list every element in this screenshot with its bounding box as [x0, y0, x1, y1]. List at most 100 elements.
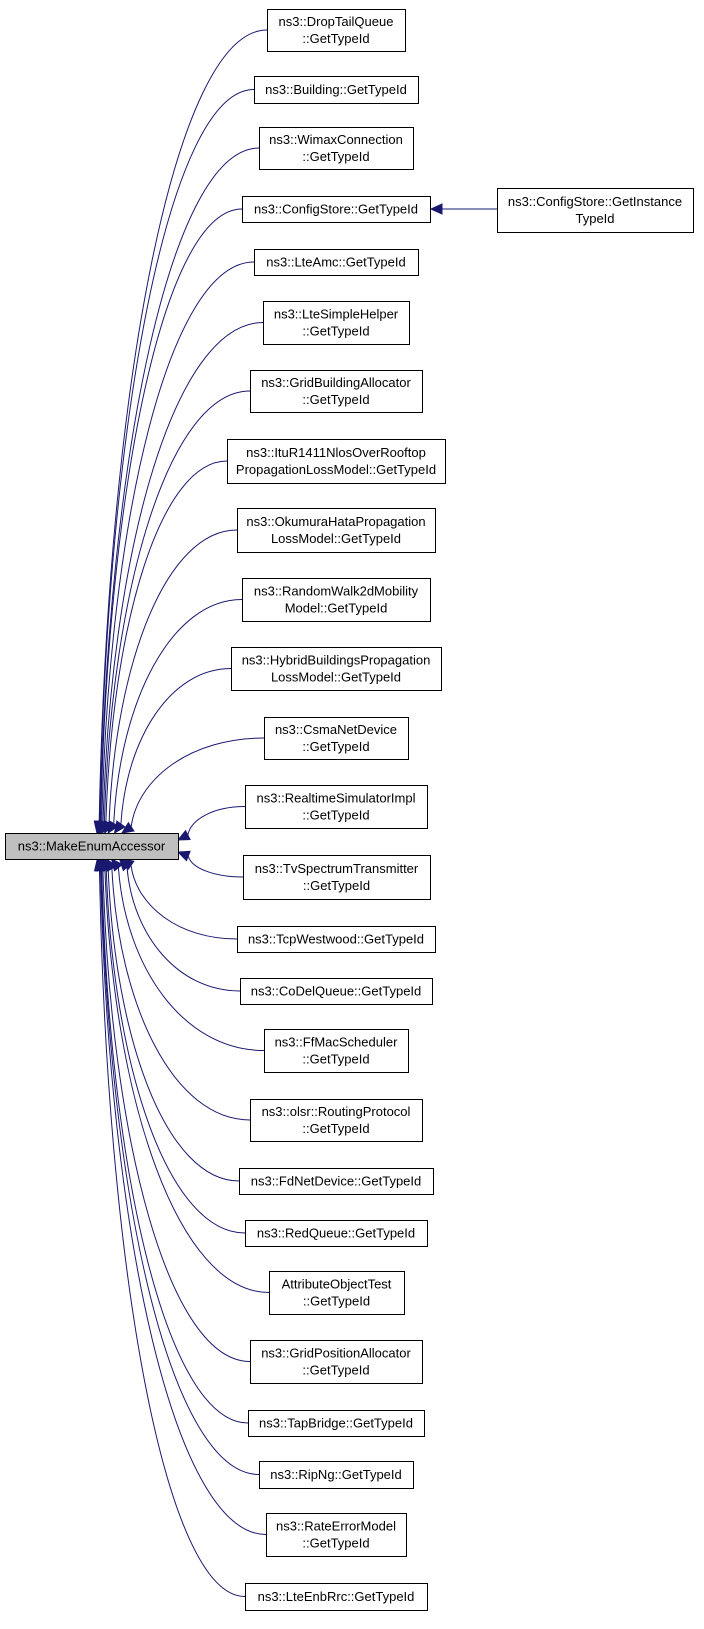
caller-node-olsrrouting[interactable]: ns3::olsr::RoutingProtocol::GetTypeId — [250, 1099, 423, 1142]
node-label: ns3::FfMacScheduler — [275, 1035, 399, 1050]
node-label: ns3::CoDelQueue::GetTypeId — [251, 984, 422, 999]
node-label: ns3::GridPositionAllocator — [261, 1346, 411, 1361]
edge-fdnetdevice — [107, 869, 240, 1182]
caller-node-attributeobjecttest[interactable]: AttributeObjectTest::GetTypeId — [269, 1271, 405, 1315]
node-box — [245, 785, 428, 829]
caller-node-okumurahata[interactable]: ns3::OkumuraHataPropagationLossModel::Ge… — [237, 508, 436, 553]
node-label: ns3::TcpWestwood::GetTypeId — [248, 932, 424, 947]
node-box — [231, 647, 442, 691]
node-box — [250, 1340, 423, 1384]
edge-ripng — [100, 869, 260, 1475]
edge-redqueue — [105, 869, 246, 1234]
node-label: ns3::CsmaNetDevice — [275, 722, 397, 737]
node-label: ns3::RandomWalk2dMobility — [254, 584, 419, 599]
edge-configstore — [100, 208, 243, 823]
node-box — [269, 1271, 405, 1315]
nodes-layer: ns3::MakeEnumAccessor ns3::DropTailQueue:… — [5, 9, 694, 1611]
node-label: PropagationLossModel::GetTypeId — [236, 462, 436, 477]
caller-node-building[interactable]: ns3::Building::GetTypeId — [254, 76, 419, 104]
caller-node-realtimesimulator[interactable]: ns3::RealtimeSimulatorImpl::GetTypeId — [245, 785, 428, 829]
arrowhead-tvspectrum — [176, 850, 191, 862]
edges-layer — [93, 29, 497, 1597]
edge-olsrrouting — [111, 868, 251, 1121]
caller-node-lteamc[interactable]: ns3::LteAmc::GetTypeId — [254, 249, 419, 276]
node-label: ::GetTypeId — [302, 1363, 369, 1378]
node-label: ns3::RipNg::GetTypeId — [270, 1467, 402, 1482]
node-box — [264, 717, 409, 760]
node-label: ns3::MakeEnumAccessor — [18, 839, 166, 854]
node-box — [239, 1168, 434, 1195]
node-box — [250, 370, 423, 413]
node-box — [266, 1513, 407, 1557]
caller-node-tcpwestwood[interactable]: ns3::TcpWestwood::GetTypeId — [237, 926, 436, 953]
edge-realtimesimulator — [187, 806, 246, 836]
node-label: ns3::LteEnbRrc::GetTypeId — [258, 1589, 415, 1604]
node-label: ns3::TapBridge::GetTypeId — [259, 1416, 413, 1431]
node-label: ::GetTypeId — [302, 1536, 369, 1551]
node-box — [263, 301, 410, 345]
caller-node-tapbridge[interactable]: ns3::TapBridge::GetTypeId — [248, 1410, 425, 1437]
node-label: ::GetTypeId — [302, 808, 369, 823]
edge-gridbuildingallocator — [103, 390, 251, 823]
caller-node-ltesimplehelper[interactable]: ns3::LteSimpleHelper::GetTypeId — [263, 301, 410, 345]
caller-node-randomwalk2d[interactable]: ns3::RandomWalk2dMobilityModel::GetTypeI… — [242, 578, 431, 622]
caller-node-lteenbrrc[interactable]: ns3::LteEnbRrc::GetTypeId — [245, 1583, 428, 1611]
edge-attributeobjecttest — [104, 869, 270, 1293]
node-label: LossModel::GetTypeId — [271, 670, 401, 685]
caller-node-hybridbuildings[interactable]: ns3::HybridBuildingsPropagationLossModel… — [231, 647, 442, 691]
node-label: AttributeObjectTest — [282, 1277, 392, 1292]
caller-node-wimaxconnection[interactable]: ns3::WimaxConnection::GetTypeId — [259, 127, 414, 170]
node-label: ns3::DropTailQueue — [279, 14, 394, 29]
node-label: ns3::Building::GetTypeId — [265, 82, 407, 97]
caller-node-ripng[interactable]: ns3::RipNg::GetTypeId — [259, 1461, 414, 1489]
node-box — [245, 1220, 428, 1247]
caller-node-csmanetdevice[interactable]: ns3::CsmaNetDevice::GetTypeId — [264, 717, 409, 760]
edge-csmanetdevice — [130, 737, 265, 827]
edge-tcpwestwood — [130, 865, 238, 940]
node-label: ns3::HybridBuildingsPropagation — [242, 653, 431, 668]
node-label: ns3::ConfigStore::GetInstance — [508, 194, 682, 209]
edge-droptailqueue — [98, 29, 268, 823]
node-box — [227, 439, 446, 484]
node-label: ::GetTypeId — [302, 31, 369, 46]
node-label: ns3::ItuR1411NlosOverRooftop — [246, 445, 426, 460]
caller-node-ffmacscheduler[interactable]: ns3::FfMacScheduler::GetTypeId — [264, 1029, 409, 1073]
node-box — [243, 855, 431, 900]
node-box — [267, 9, 406, 52]
edge-wimaxconnection — [99, 147, 260, 823]
caller-node-itur1411[interactable]: ns3::ItuR1411NlosOverRooftopPropagationL… — [227, 439, 446, 484]
caller-node-gridpositionallocator[interactable]: ns3::GridPositionAllocator::GetTypeId — [250, 1340, 423, 1384]
node-box — [242, 578, 431, 622]
caller-node-configstore[interactable]: ns3::ConfigStore::GetTypeId — [242, 196, 431, 223]
arrowhead-realtimesimulator — [176, 829, 191, 841]
caller-node-rateerrormodel[interactable]: ns3::RateErrorModel::GetTypeId — [266, 1513, 407, 1557]
edge-lteamc — [101, 261, 255, 823]
root-node[interactable]: ns3::MakeEnumAccessor — [5, 833, 179, 860]
node-box — [5, 833, 179, 860]
node-label: ns3::RateErrorModel — [276, 1519, 396, 1534]
node-label: ns3::LteSimpleHelper — [274, 307, 399, 322]
caller-node-gridbuildingallocator[interactable]: ns3::GridBuildingAllocator::GetTypeId — [250, 370, 423, 413]
edge-building — [99, 89, 255, 823]
node-box — [497, 188, 694, 233]
caller-node-fdnetdevice[interactable]: ns3::FdNetDevice::GetTypeId — [239, 1168, 434, 1195]
node-label: ::GetTypeId — [302, 324, 369, 339]
node-box — [259, 1461, 414, 1489]
arrowhead-getinstancetypeid — [429, 203, 443, 215]
node-box — [254, 76, 419, 104]
node-label: Model::GetTypeId — [285, 601, 388, 616]
node-box — [254, 249, 419, 276]
edge-rateerrormodel — [99, 869, 267, 1535]
node-label: ns3::WimaxConnection — [269, 132, 403, 147]
node-box — [237, 926, 436, 953]
caller-node-codelqueue[interactable]: ns3::CoDelQueue::GetTypeId — [240, 978, 433, 1005]
caller-node-tvspectrum[interactable]: ns3::TvSpectrumTransmitter::GetTypeId — [243, 855, 431, 900]
caller-node-droptailqueue[interactable]: ns3::DropTailQueue::GetTypeId — [267, 9, 406, 52]
edge-tapbridge — [101, 869, 249, 1424]
node-label: ::GetTypeId — [302, 739, 369, 754]
caller-node-redqueue[interactable]: ns3::RedQueue::GetTypeId — [245, 1220, 428, 1247]
node-label: ::GetTypeId — [302, 1052, 369, 1067]
edge-ltesimplehelper — [102, 322, 264, 823]
